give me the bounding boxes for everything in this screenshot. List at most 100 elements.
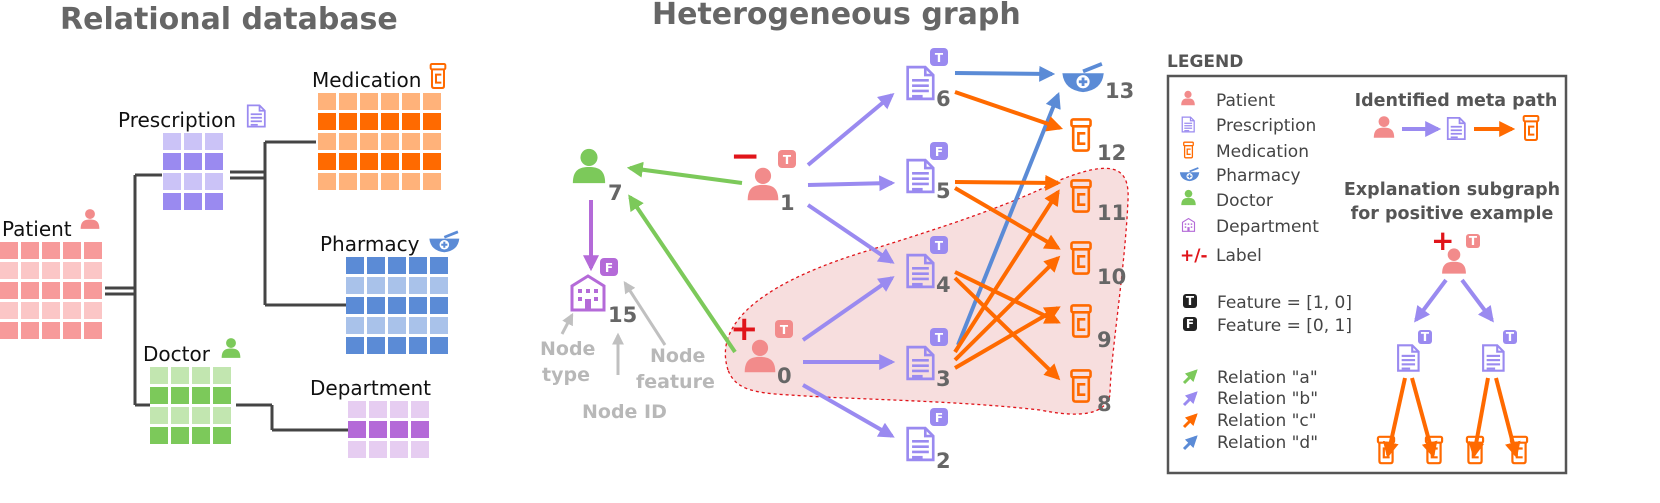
legend-relation-arrows xyxy=(1182,369,1198,451)
table-cell xyxy=(346,337,364,354)
table-cell xyxy=(430,277,448,294)
node-12: 12 xyxy=(1070,118,1126,165)
table-cell xyxy=(184,153,202,170)
table-cell xyxy=(381,173,399,190)
node-id-label: 9 xyxy=(1097,328,1112,352)
table-cell xyxy=(430,317,448,334)
table-cell xyxy=(423,133,441,150)
table-cell xyxy=(402,153,420,170)
legend-feature-f-badge xyxy=(1183,317,1197,331)
medication-table-label: Medication xyxy=(312,68,421,92)
table-cell xyxy=(409,337,427,354)
table-cell xyxy=(63,282,81,299)
table-cell xyxy=(184,173,202,190)
table-cell xyxy=(150,367,168,384)
node-id-label: 8 xyxy=(1097,392,1112,416)
legend-relation-a: Relation "a" xyxy=(1217,368,1318,388)
table-cell xyxy=(409,277,427,294)
table-cell xyxy=(150,407,168,424)
table-cell xyxy=(339,153,357,170)
heterogeneous-graph-title: Heterogeneous graph xyxy=(652,0,1021,32)
table-cell xyxy=(84,322,102,339)
legend-doctor: Doctor xyxy=(1216,191,1273,211)
department-node-icon xyxy=(570,274,606,312)
table-cell xyxy=(388,257,406,274)
subgraph-prescription-badge-text: T xyxy=(1506,330,1515,344)
table-cell xyxy=(205,193,223,210)
medication-icon xyxy=(429,62,447,90)
table-cell xyxy=(318,133,336,150)
table-cell xyxy=(318,113,336,130)
feature-badge-text: T xyxy=(935,51,944,65)
table-cell xyxy=(192,427,210,444)
table-cell xyxy=(388,277,406,294)
feature-badge xyxy=(930,328,948,346)
node-id-label: 15 xyxy=(608,303,637,327)
legend-box xyxy=(1166,74,1568,475)
node-0: + T 0 xyxy=(730,309,793,388)
prescription-icon xyxy=(246,104,266,128)
table-cell xyxy=(84,242,102,259)
legend-pharmacy: Pharmacy xyxy=(1216,166,1301,186)
subgraph-positive-label: + xyxy=(1431,224,1454,257)
table-cell xyxy=(192,367,210,384)
table-cell xyxy=(369,401,387,418)
node-6: T 6 xyxy=(906,48,951,111)
table-cell xyxy=(423,173,441,190)
table-cell xyxy=(411,401,429,418)
node-id-label: 10 xyxy=(1097,265,1126,289)
table-cell xyxy=(430,257,448,274)
table-cell xyxy=(339,93,357,110)
node-9: 9 xyxy=(1070,304,1112,352)
subgraph-prescription-icon xyxy=(1396,344,1420,372)
subgraph-patient-badge-text: T xyxy=(1469,234,1478,248)
node-id-label: 6 xyxy=(936,87,951,111)
table-cell xyxy=(360,93,378,110)
feature-badge-text: F xyxy=(605,261,613,275)
doctor-icon xyxy=(221,338,241,358)
table-cell xyxy=(346,297,364,314)
table-cell xyxy=(213,387,231,404)
legend-prescription: Prescription xyxy=(1216,116,1316,136)
table-cell xyxy=(213,427,231,444)
table-cell xyxy=(84,282,102,299)
node-feature-annotation: Node xyxy=(650,345,705,367)
patient-icon xyxy=(80,209,100,229)
legend-relation-b: Relation "b" xyxy=(1217,389,1318,409)
table-cell xyxy=(360,113,378,130)
feature-badge-text: T xyxy=(935,239,944,253)
node-id-label: 0 xyxy=(777,364,792,388)
table-cell xyxy=(21,322,39,339)
table-cell xyxy=(430,337,448,354)
prescription-table-grid xyxy=(163,133,223,210)
table-cell xyxy=(318,153,336,170)
legend-medication: Medication xyxy=(1216,142,1309,162)
table-cell xyxy=(150,387,168,404)
table-cell xyxy=(348,441,366,458)
table-cell xyxy=(63,322,81,339)
relational-db-title: Relational database xyxy=(60,2,398,37)
subgraph-patient-badge xyxy=(1466,234,1480,248)
table-cell xyxy=(21,242,39,259)
table-cell xyxy=(402,133,420,150)
meta-path-patient-icon xyxy=(1373,116,1395,138)
prescription-node-icon xyxy=(906,65,935,101)
prescription-node-icon xyxy=(906,158,935,194)
pharmacy-table-label: Pharmacy xyxy=(320,232,420,256)
legend-patient: Patient xyxy=(1216,91,1276,111)
subgraph-prescription-icon xyxy=(1481,344,1505,372)
legend-label-text: Label xyxy=(1216,246,1262,266)
meta-path-medication-icon xyxy=(1522,114,1540,142)
subgraph-prescription-badge xyxy=(1418,330,1432,344)
prescription-node-icon xyxy=(906,426,935,462)
node-10: 10 xyxy=(1070,241,1126,289)
table-cell xyxy=(21,282,39,299)
table-cell xyxy=(184,193,202,210)
table-cell xyxy=(430,297,448,314)
node-id-label: 3 xyxy=(936,367,951,391)
table-cell xyxy=(346,277,364,294)
table-cell xyxy=(390,401,408,418)
table-cell xyxy=(381,113,399,130)
table-cell xyxy=(171,407,189,424)
node-id-label: 12 xyxy=(1097,141,1126,165)
